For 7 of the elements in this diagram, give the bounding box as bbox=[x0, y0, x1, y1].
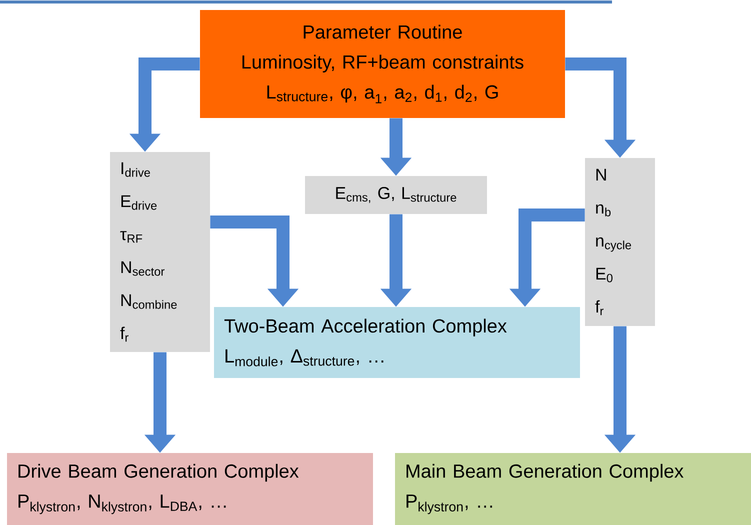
parameter-box: Parameter Routine Luminosity, RF+beam constraints $\text{L}_{\text{structure}}\text{, φ, a}_{\text{1}}\text{, a}_{\text{2}}\text{, d}_{\text{1}}\text{, d}_{\text{2}}\text{, G}$ bbox=[200, 10, 565, 118]
parameter-list-box: $\text{E}_{\text{cms,}}\text{ G, L}_{\text{structure}}$ bbox=[305, 176, 487, 214]
parameter-list-box: N $\text{n}_{\text{b}}$ $\text{n}_{\text{cycle}}$ $\text{E}_{\text{0}}$ $\text{f}_{\text{r}}$ bbox=[585, 158, 655, 326]
parameter-list-box: $\text{I}_{\text{drive}}$ $\text{E}_{\text{drive}}$ $\text{τ}_{\text{RF}}$ $\text{N}_{\text{sector}}$ $\text{N}_{\text{combine}}$ $\text{f}_{\text{r}}$ bbox=[110, 152, 210, 352]
complex-box: Main Beam Generation Complex $\text{P}_{\text{klystron}}\text{, …}$ bbox=[395, 453, 751, 525]
complex-box: Two-Beam Acceleration Complex $\text{L}_{\text{module}}\text{, Δ}_{\text{structure}}\text{, …}$ bbox=[214, 307, 580, 378]
complex-box: Drive Beam Generation Complex $\text{P}_{\text{klystron}}\text{, N}_{\text{klystron}}\text{, L}_{\text{DBA}}\text{, …}$ bbox=[7, 453, 373, 525]
